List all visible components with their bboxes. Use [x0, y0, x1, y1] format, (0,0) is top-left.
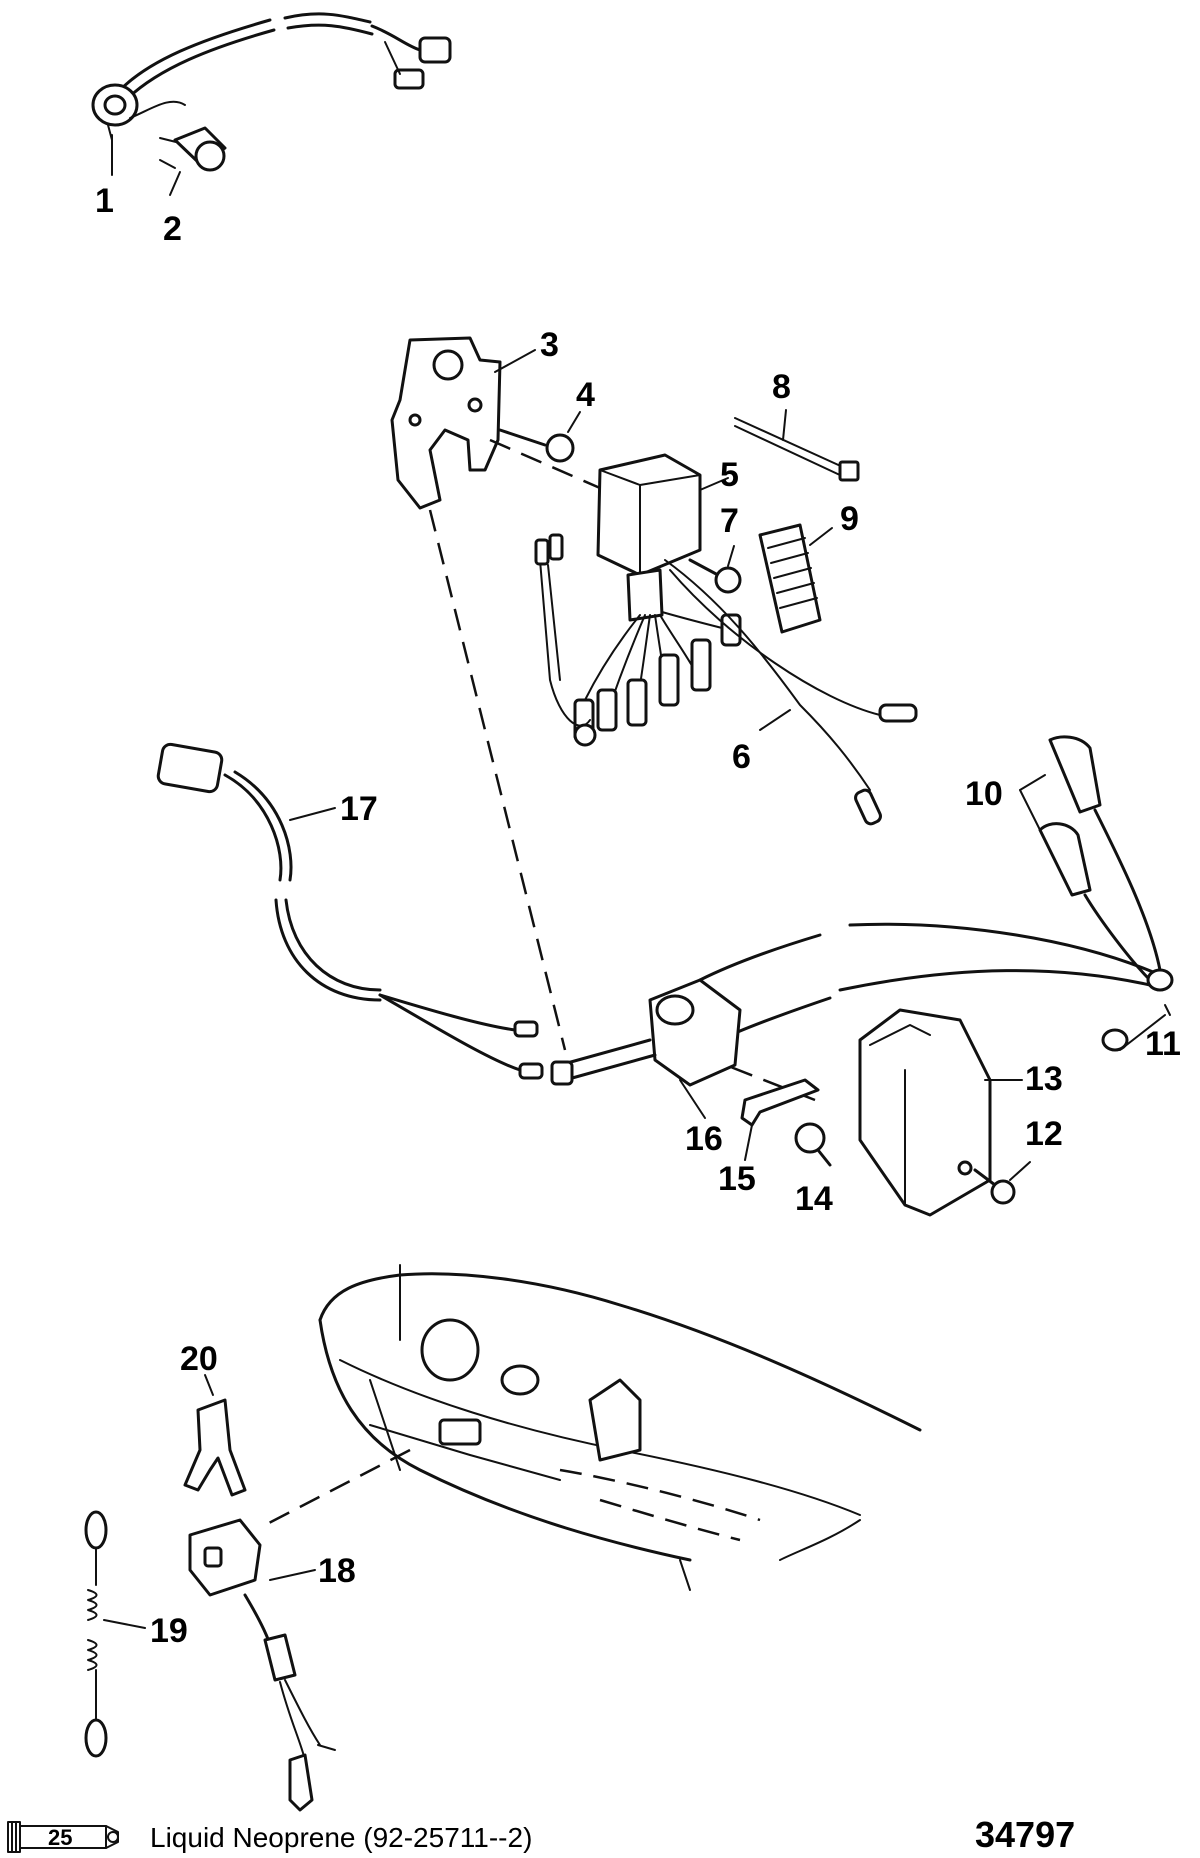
callout-16: 16 [685, 1120, 723, 1158]
switch-box-part-5 [596, 453, 702, 622]
callout-3: 3 [540, 326, 559, 364]
callout-17: 17 [340, 790, 378, 828]
callout-12: 12 [1025, 1115, 1063, 1153]
callout-18: 18 [318, 1552, 356, 1590]
callout-15: 15 [718, 1160, 756, 1198]
lanyard-part-19 [84, 1510, 108, 1758]
leader-17 [289, 807, 336, 821]
callout-2: 2 [163, 210, 182, 248]
pressure-switch-part-2 [159, 126, 227, 172]
leader-7 [727, 545, 735, 567]
switch-box-harness [534, 533, 742, 747]
callout-20: 20 [180, 1340, 218, 1378]
leader-10b [1019, 789, 1041, 831]
assembly-line-18 [264, 1448, 411, 1527]
assembly-line-bracket [428, 509, 567, 1051]
harness-part-17 [156, 742, 544, 1080]
callout-11: 11 [1145, 1025, 1181, 1063]
callout-9: 9 [840, 500, 859, 538]
ignition-coil-part-16 [550, 978, 742, 1087]
leader-18 [269, 1569, 316, 1581]
leader-8 [782, 409, 787, 441]
retaining-clip-part-20 [183, 1398, 247, 1497]
screw-part-7 [688, 558, 742, 594]
callout-7: 7 [720, 502, 739, 540]
leader-12 [1009, 1161, 1031, 1181]
callout-6: 6 [732, 738, 751, 776]
leader-16 [679, 1079, 706, 1119]
spark-plug-leads-part-10 [698, 735, 1174, 1052]
mounting-bracket-part-3 [390, 336, 502, 510]
sealant-tube-icon [7, 1821, 119, 1853]
leader-11a [1164, 1004, 1171, 1016]
leader-10a [1019, 774, 1046, 791]
sealant-reference-number: 25 [48, 1825, 72, 1850]
screw-part-14 [794, 1122, 832, 1167]
lower-cowl-housing [318, 1264, 922, 1591]
leader-9 [809, 527, 833, 546]
callout-13: 13 [1025, 1060, 1063, 1098]
screw-part-4 [498, 428, 575, 463]
callout-1: 1 [95, 182, 114, 220]
leader-20 [204, 1374, 214, 1396]
drawing-number: 34797 [975, 1814, 1075, 1855]
leader-4 [567, 411, 581, 433]
callout-10: 10 [965, 775, 1003, 813]
terminal-block-part-9 [758, 523, 822, 634]
sensor-harness-part-1 [91, 12, 452, 141]
coil-cover-part-13 [858, 1008, 992, 1217]
cable-tie-part-8 [734, 417, 860, 482]
leader-15 [744, 1124, 753, 1161]
leader-3 [494, 349, 536, 373]
leader-5 [699, 477, 729, 491]
leader-11b [1119, 1014, 1166, 1051]
leader-6 [759, 709, 791, 731]
sealant-label: Liquid Neoprene (92-25711--2) [150, 1822, 532, 1853]
callout-4: 4 [576, 376, 595, 414]
assembly-line-screw-4 [489, 438, 601, 490]
callout-19: 19 [150, 1612, 188, 1650]
connector-harness-part-18 [188, 1518, 336, 1812]
leader-2 [169, 171, 181, 196]
screw-part-12 [973, 1168, 1016, 1205]
bracket-part-15 [740, 1078, 820, 1127]
leader-19 [103, 1619, 146, 1629]
callout-8: 8 [772, 368, 791, 406]
callout-5: 5 [720, 456, 739, 494]
callout-14: 14 [795, 1180, 833, 1218]
lead-wire-part-6 [664, 559, 918, 826]
